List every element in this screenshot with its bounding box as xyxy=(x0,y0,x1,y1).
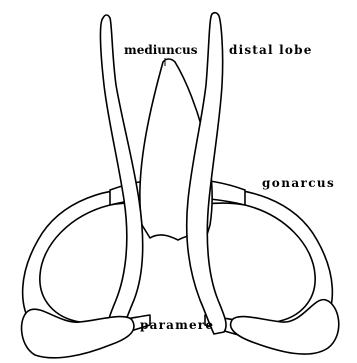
label-distal-lobe: distal lobe xyxy=(229,43,313,57)
label-mediuncus: mediuncus xyxy=(124,43,198,57)
label-gonarcus: gonarcus xyxy=(262,176,335,190)
label-paramere: paramere xyxy=(140,318,214,332)
